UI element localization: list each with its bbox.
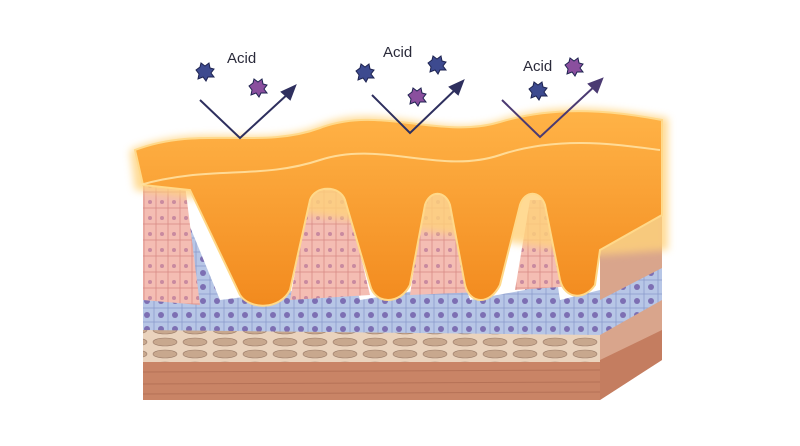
connective-layer [143, 330, 600, 362]
acid-label: Acid [383, 44, 412, 61]
muscle-fibers [142, 369, 601, 395]
acid-label: Acid [227, 50, 256, 67]
side-blue-layer [600, 268, 662, 335]
epithelium-layer [143, 180, 590, 305]
mucus-surface-highlight [139, 142, 661, 186]
mucus-gel-layer [133, 110, 663, 307]
reflection-arrow-icon [199, 84, 297, 140]
reflection-arrow-icon [501, 77, 604, 139]
acid-molecule-icon [195, 55, 584, 107]
acid-label: Acid [523, 58, 552, 75]
reflection-arrow-icon [371, 79, 465, 135]
side-muscle-layer [600, 330, 662, 400]
